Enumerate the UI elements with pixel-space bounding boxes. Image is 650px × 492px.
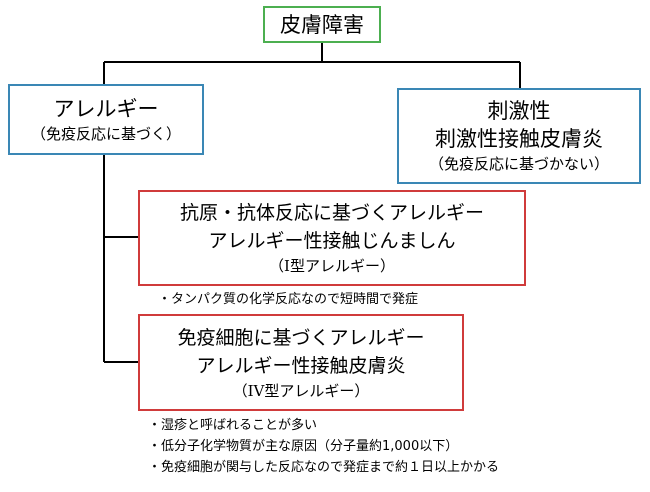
irritant-note: （免疫反応に基づかない） xyxy=(428,155,609,173)
type1-subtitle: アレルギー性接触じんましん xyxy=(208,230,456,252)
type4-subtitle: アレルギー性接触皮膚炎 xyxy=(196,354,406,377)
type1-note: ・タンパク質の化学反応なので短時間で発症 xyxy=(158,292,419,307)
irritant-subtitle: 刺激性接触皮膚炎 xyxy=(435,127,603,151)
root-title: 皮膚障害 xyxy=(280,12,364,37)
allergy-subtitle: （免疫反応に基づく） xyxy=(30,124,181,143)
type1-label: （I型アレルギー） xyxy=(269,257,395,275)
type4-title: 免疫細胞に基づくアレルギー xyxy=(177,326,425,349)
type1-title: 抗原・抗体反応に基づくアレルギー xyxy=(179,202,484,224)
type4-note: ・低分子化学物質が主な原因（分子量約1,000以下） xyxy=(148,439,459,454)
root-node: 皮膚障害 xyxy=(263,6,381,43)
type4-note: ・免疫細胞が関与した反応なので発症まで約１日以上かかる xyxy=(148,460,500,475)
type4-note: ・湿疹と呼ばれることが多い xyxy=(148,418,318,433)
type1-node: 抗原・抗体反応に基づくアレルギー アレルギー性接触じんましん （I型アレルギー） xyxy=(138,190,526,286)
allergy-title: アレルギー xyxy=(53,96,159,121)
type4-node: 免疫細胞に基づくアレルギー アレルギー性接触皮膚炎 （IV型アレルギー） xyxy=(138,314,464,411)
type4-label: （IV型アレルギー） xyxy=(232,381,370,400)
allergy-node: アレルギー （免疫反応に基づく） xyxy=(8,84,204,155)
irritant-title: 刺激性 xyxy=(487,99,551,123)
irritant-node: 刺激性 刺激性接触皮膚炎 （免疫反応に基づかない） xyxy=(397,88,641,184)
